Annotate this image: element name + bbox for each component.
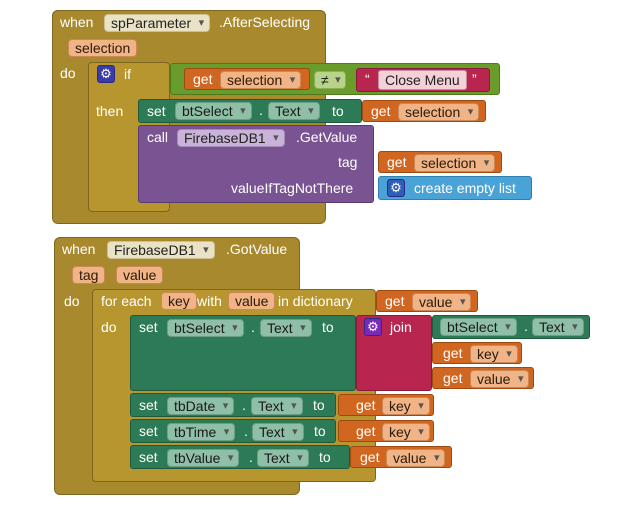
component-dropdown-spparameter[interactable]: spParameter	[104, 14, 211, 32]
component-dropdown-firebasedb1-2[interactable]: FirebaseDB1	[107, 241, 215, 259]
event-name-label-2: .GotValue	[226, 241, 288, 257]
for-each-label: for each	[101, 293, 152, 309]
param-tag[interactable]: tag	[72, 266, 106, 284]
component-dropdown-tbdate[interactable]: tbDate	[167, 397, 235, 415]
var-dropdown-key-3[interactable]: key	[382, 423, 430, 441]
component-dropdown-btselect-3[interactable]: btSelect	[440, 318, 517, 336]
dot-separator-6: .	[249, 449, 253, 465]
param-selection[interactable]: selection	[68, 39, 138, 57]
dot-separator-4: .	[242, 397, 246, 413]
if-label: if	[124, 66, 131, 82]
var-dropdown-selection[interactable]: selection	[220, 71, 302, 89]
property-dropdown-text-6[interactable]: Text	[257, 449, 309, 467]
get-label-9: get	[360, 449, 380, 465]
when-label: when	[60, 14, 94, 30]
var-dropdown-value-3[interactable]: value	[386, 449, 446, 467]
set-label-2: set	[139, 319, 158, 335]
dot-separator-2: .	[251, 319, 255, 335]
get-label: get	[193, 71, 213, 87]
var-dropdown-selection-3[interactable]: selection	[414, 154, 496, 172]
when-label-2: when	[62, 241, 96, 257]
do-label: do	[60, 65, 76, 81]
do-label-2: do	[64, 293, 80, 309]
quote-close: ”	[472, 71, 477, 87]
set-label: set	[147, 103, 166, 119]
method-name-label: .GetValue	[296, 129, 358, 145]
var-dropdown-key-2[interactable]: key	[382, 397, 430, 415]
get-label-3: get	[387, 154, 407, 170]
create-empty-list-label: create empty list	[414, 180, 516, 196]
component-dropdown-firebasedb1[interactable]: FirebaseDB1	[177, 129, 285, 147]
event-name-label: .AfterSelecting	[219, 14, 311, 30]
property-dropdown-text-2[interactable]: Text	[260, 319, 312, 337]
dot-separator-3: .	[524, 318, 528, 334]
component-dropdown-btselect-2[interactable]: btSelect	[167, 319, 244, 337]
property-dropdown-text-4[interactable]: Text	[251, 397, 303, 415]
get-label-2: get	[371, 103, 391, 119]
dot-separator: .	[259, 102, 263, 118]
to-label: to	[332, 103, 344, 119]
text-field-close-menu[interactable]: Close Menu	[378, 70, 467, 90]
value-if-tag-not-there-label: valueIfTagNotThere	[231, 180, 354, 196]
call-label: call	[147, 129, 169, 145]
tag-label: tag	[338, 154, 358, 170]
get-label-4: get	[385, 293, 405, 309]
get-label-8: get	[356, 423, 376, 439]
var-dropdown-selection-2[interactable]: selection	[398, 103, 480, 121]
to-label-2: to	[322, 319, 334, 335]
do-label-3: do	[101, 319, 117, 335]
loop-var-value[interactable]: value	[228, 292, 276, 310]
property-dropdown-text-3[interactable]: Text	[532, 318, 584, 336]
var-dropdown-value[interactable]: value	[412, 293, 472, 311]
gear-icon[interactable]: ⚙	[97, 65, 115, 83]
property-dropdown-text-5[interactable]: Text	[252, 423, 304, 441]
set-label-3: set	[139, 397, 158, 413]
with-label: with	[197, 293, 222, 309]
component-dropdown-tbtime[interactable]: tbTime	[167, 423, 236, 441]
compare-op-dropdown[interactable]: ≠	[314, 71, 346, 89]
in-dictionary-label: in dictionary	[278, 293, 353, 309]
param-value[interactable]: value	[116, 266, 164, 284]
set-tbvalue-text-block[interactable]	[130, 445, 350, 469]
var-dropdown-key[interactable]: key	[470, 345, 518, 363]
get-label-5: get	[443, 345, 463, 361]
get-label-6: get	[443, 370, 463, 386]
join-label: join	[390, 319, 412, 335]
then-label: then	[96, 103, 124, 119]
to-label-4: to	[314, 423, 326, 439]
loop-var-key[interactable]: key	[161, 292, 197, 310]
component-dropdown-tbvalue[interactable]: tbValue	[167, 449, 240, 467]
set-label-4: set	[139, 423, 158, 439]
dot-separator-5: .	[244, 423, 248, 439]
component-dropdown-btselect[interactable]: btSelect	[175, 102, 252, 120]
set-label-5: set	[139, 449, 158, 465]
quote-open: “	[365, 71, 370, 87]
var-dropdown-value-2[interactable]: value	[470, 370, 530, 388]
get-label-7: get	[356, 397, 376, 413]
to-label-5: to	[319, 449, 331, 465]
gear-icon[interactable]: ⚙	[387, 179, 405, 197]
gear-icon[interactable]: ⚙	[364, 318, 382, 336]
property-dropdown-text[interactable]: Text	[268, 102, 320, 120]
to-label-3: to	[313, 397, 325, 413]
